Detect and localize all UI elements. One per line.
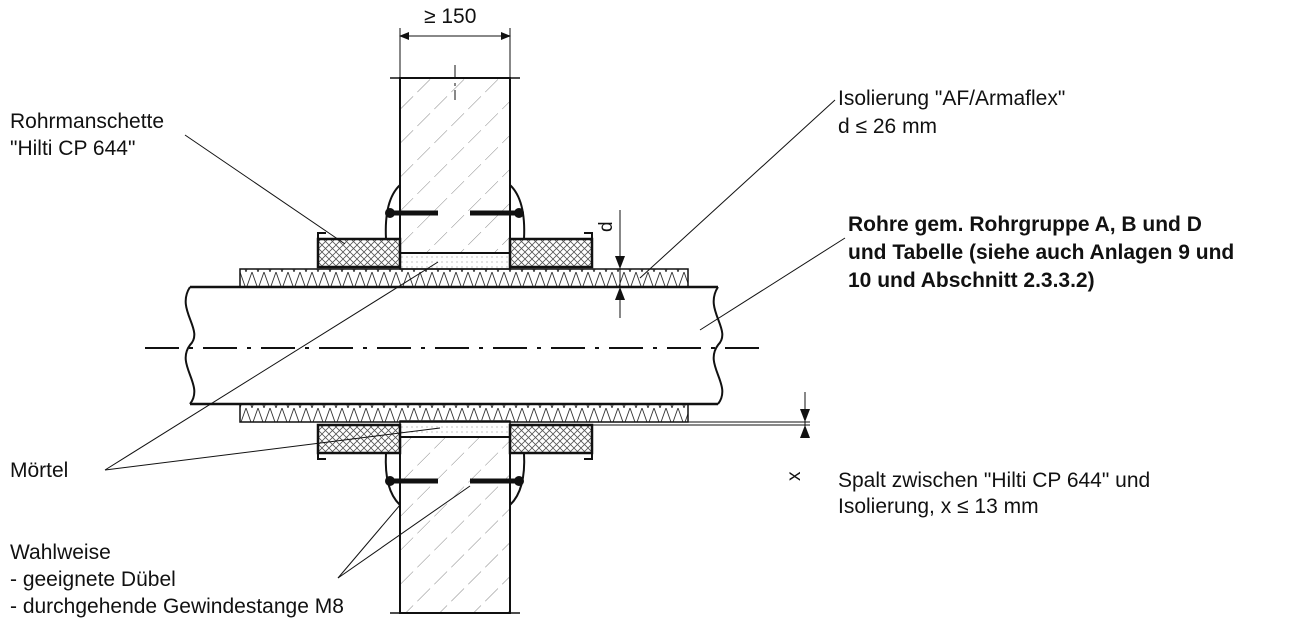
svg-text:10 und Abschnitt 2.3.3.2): 10 und Abschnitt 2.3.3.2) <box>848 269 1095 292</box>
collar-top-left <box>316 237 402 269</box>
svg-text:d ≤ 26 mm: d ≤ 26 mm <box>838 115 937 138</box>
dimension-d: d <box>596 210 625 318</box>
svg-text:- durchgehende Gewindestange M: - durchgehende Gewindestange M8 <box>10 595 344 618</box>
label-gap: Spalt zwischen "Hilti CP 644" und Isolie… <box>838 469 1150 518</box>
svg-text:Isolierung, x ≤ 13 mm: Isolierung, x ≤ 13 mm <box>838 495 1039 518</box>
label-collar: Rohrmanschette "Hilti CP 644" <box>10 110 164 160</box>
svg-text:Isolierung "AF/Armaflex": Isolierung "AF/Armaflex" <box>838 87 1065 110</box>
collar-bottom-left <box>316 423 402 455</box>
svg-text:Rohre gem. Rohrgruppe A, B und: Rohre gem. Rohrgruppe A, B und D <box>848 213 1202 236</box>
svg-text:"Hilti CP 644": "Hilti CP 644" <box>10 137 135 160</box>
label-insulation: Isolierung "AF/Armaflex" d ≤ 26 mm <box>838 87 1065 138</box>
wall-thickness-label: ≥ 150 <box>424 5 476 28</box>
collar-bottom-right <box>508 423 594 455</box>
svg-text:Spalt zwischen "Hilti CP 644": Spalt zwischen "Hilti CP 644" und <box>838 469 1150 492</box>
svg-text:und Tabelle (siehe auch Anlage: und Tabelle (siehe auch Anlagen 9 und <box>848 241 1234 264</box>
wall-lower <box>399 436 511 614</box>
collar-top-right <box>508 237 594 269</box>
svg-text:Mörtel: Mörtel <box>10 459 68 482</box>
dimension-x: x <box>592 392 810 481</box>
wall <box>390 65 520 614</box>
leader-lines <box>104 99 846 579</box>
svg-text:Wahlweise: Wahlweise <box>10 541 111 564</box>
dimension-x-label: x <box>784 471 805 481</box>
svg-text:- geeignete Dübel: - geeignete Dübel <box>10 568 176 591</box>
label-mortar: Mörtel <box>10 459 68 482</box>
pipe-break-right <box>712 286 724 405</box>
pipe-break-left <box>184 286 196 405</box>
label-options: Wahlweise - geeignete Dübel - durchgehen… <box>10 541 344 618</box>
dimension-wall-thickness: ≥ 150 <box>399 5 511 80</box>
dimension-d-label: d <box>596 221 617 232</box>
label-pipes: Rohre gem. Rohrgruppe A, B und D und Tab… <box>848 213 1234 292</box>
pipe-collar <box>316 184 594 506</box>
insulation <box>239 268 689 423</box>
svg-text:Rohrmanschette: Rohrmanschette <box>10 110 164 133</box>
wall-upper <box>399 77 511 254</box>
fasteners <box>385 208 524 486</box>
pipe <box>145 285 765 406</box>
